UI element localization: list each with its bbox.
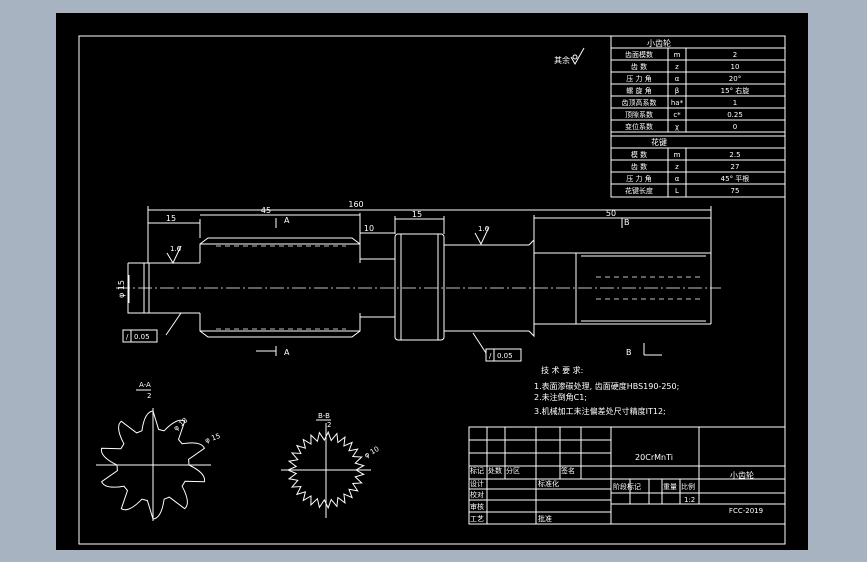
svg-text:校对: 校对 [470, 490, 484, 499]
material: 20CrMnTi [635, 453, 673, 462]
spline-param-name: 花键长度 [625, 186, 653, 195]
sec-b-title: B-B [318, 412, 330, 420]
svg-text:重量: 重量 [663, 483, 677, 491]
notes-title: 技 术 要 求: [541, 365, 583, 375]
section-b-view: B-B 2 φ 10 [281, 412, 381, 518]
sec-b-top: B [624, 218, 630, 227]
spline-table-title: 花键 [651, 137, 667, 147]
svg-text:阶段标记: 阶段标记 [613, 482, 641, 491]
drawing-number: FCC-2019 [729, 507, 763, 515]
roughness-shaft-icon [166, 245, 182, 265]
tolerance-mid: / 0.05 [472, 332, 522, 362]
section-markers: A A B B [256, 216, 662, 357]
sec-b-bottom: B [626, 348, 632, 357]
gear-table-title: 小齿轮 [647, 38, 671, 48]
svg-text:分区: 分区 [506, 466, 520, 475]
spline-param-name: 压 力 角 [626, 174, 651, 183]
gear-param-name: 变位系数 [625, 122, 653, 131]
dim-gap: 10 [364, 224, 374, 233]
gear-param-sym: m [674, 51, 681, 59]
svg-text:标准化: 标准化 [538, 479, 559, 488]
svg-text:φ 18: φ 18 [172, 416, 189, 432]
dim-collar-length: 15 [412, 210, 422, 219]
sec-a-top: A [284, 216, 290, 225]
gear-param-val: 10 [731, 63, 740, 71]
roughness-collar-icon [474, 226, 490, 246]
gear-param-name: 顶隙系数 [625, 110, 653, 119]
gear-param-sym: ha* [671, 99, 684, 107]
roughness-collar: 1.6 [478, 225, 490, 233]
gear-param-val: 1 [733, 99, 737, 107]
svg-text:2: 2 [147, 392, 151, 400]
spline-param-val: 27 [731, 163, 740, 171]
gear-param-name: 齿 数 [631, 62, 647, 71]
title-block: 20CrMnTi 小齿轮 FCC-2019 标记 处数 分区 签名 设计 标准化… [468, 426, 786, 525]
part-name: 小齿轮 [730, 470, 754, 480]
technical-notes: 技 术 要 求: 1.表面渗碳处理, 齿面硬度HBS190-250; 2.未注倒… [534, 365, 679, 416]
note-1: 1.表面渗碳处理, 齿面硬度HBS190-250; [534, 381, 679, 391]
gear-param-val: 20° [729, 75, 741, 83]
svg-text:/: / [126, 333, 129, 341]
gear-param-sym: β [675, 87, 679, 95]
dim-diameter: φ 15 [117, 280, 126, 298]
dim-spline-length: 50 [606, 209, 616, 218]
gear-param-sym: α [675, 75, 680, 83]
spline-param-sym: z [675, 163, 679, 171]
gear-param-name: 齿顶高系数 [622, 98, 657, 107]
note-2: 2.未注倒角C1; [534, 392, 587, 402]
spline-param-val: 2.5 [729, 151, 740, 159]
svg-text:2: 2 [327, 421, 331, 429]
roughness-rest-label: 其余 [554, 55, 570, 65]
dim-overall: 160 [348, 200, 363, 209]
svg-text:/: / [489, 352, 492, 360]
spline-param-sym: α [675, 175, 680, 183]
gear-param-val: 0 [733, 123, 737, 131]
dim-left-end: 15 [166, 214, 176, 223]
svg-text:比例: 比例 [681, 482, 695, 491]
gear-param-name: 螺 旋 角 [626, 86, 651, 95]
svg-text:0.05: 0.05 [134, 333, 150, 341]
roughness-symbol [570, 47, 585, 66]
spline-param-sym: L [675, 187, 679, 195]
svg-text:1:2: 1:2 [684, 496, 695, 504]
gear-param-sym: z [675, 63, 679, 71]
gear-param-val: 2 [733, 51, 737, 59]
gear-param-val: 15° 右旋 [721, 86, 750, 95]
tolerance-left: / 0.05 [122, 312, 182, 343]
gear-param-sym: χ [675, 123, 679, 131]
gear-param-name: 压 力 角 [626, 74, 651, 83]
inner-frame [78, 35, 786, 545]
svg-text:审核: 审核 [470, 502, 484, 511]
section-a-view: A-A 2 φ 18 φ 15 [96, 381, 221, 521]
spline-param-name: 齿 数 [631, 162, 647, 171]
shaft-view [116, 233, 721, 341]
spline-param-val: 45° 平根 [721, 174, 750, 183]
svg-text:φ 15: φ 15 [204, 432, 222, 445]
svg-text:处数: 处数 [488, 466, 502, 475]
svg-text:0.05: 0.05 [497, 352, 513, 360]
sec-a-title: A-A [139, 381, 151, 389]
svg-text:标记: 标记 [470, 466, 484, 475]
spline-param-sym: m [674, 151, 681, 159]
note-3: 3.机械加工未注偏差处尺寸精度IT12; [534, 406, 666, 416]
svg-text:φ 10: φ 10 [363, 445, 381, 460]
dimensions: 160 15 45 10 15 50 φ 15 [117, 200, 712, 303]
gear-param-sym: c* [673, 111, 681, 119]
svg-text:设计: 设计 [470, 479, 484, 488]
spline-param-val: 75 [731, 187, 740, 195]
gear-param-val: 0.25 [727, 111, 743, 119]
svg-text:批准: 批准 [538, 514, 552, 523]
dim-gear-length: 45 [261, 206, 271, 215]
svg-text:工艺: 工艺 [470, 515, 484, 523]
gear-param-name: 齿面模数 [625, 50, 653, 59]
roughness-shaft: 1.6 [170, 245, 182, 253]
svg-text:签名: 签名 [561, 466, 575, 475]
spline-param-name: 模 数 [631, 150, 647, 159]
sec-a-bottom: A [284, 348, 290, 357]
